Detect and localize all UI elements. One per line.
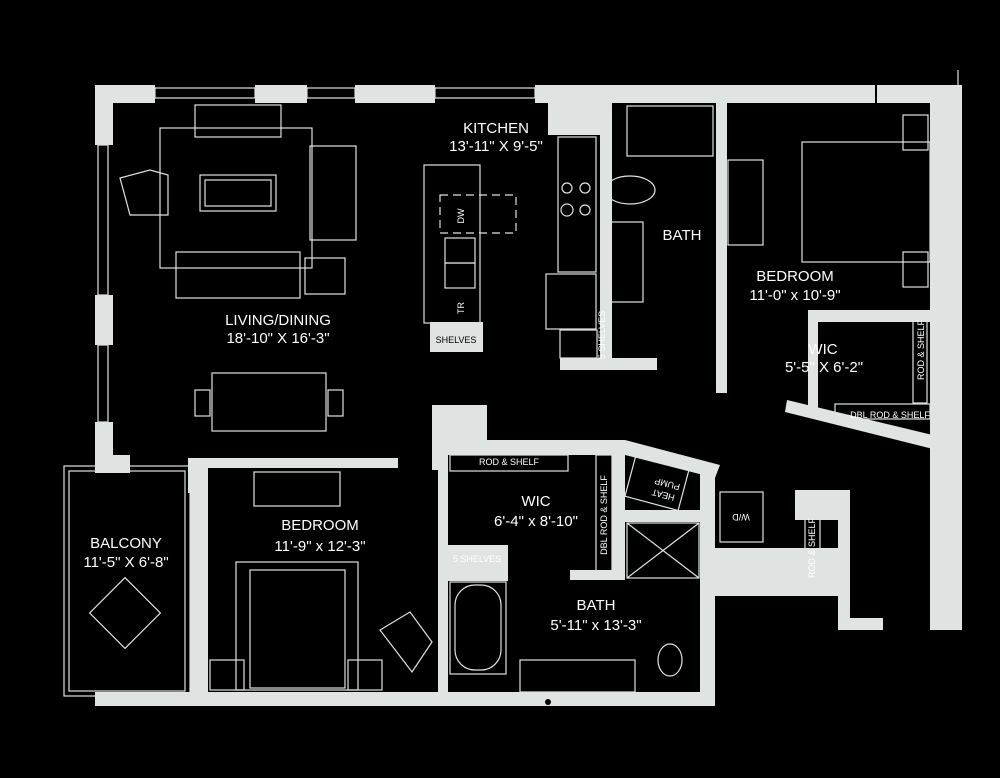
room-labels: KITCHEN 13'-11" X 9'-5" BATH BEDROOM 11'… bbox=[83, 120, 863, 634]
living-label: LIVING/DINING bbox=[225, 312, 331, 329]
wic2-size: 6'-4" x 8'-10" bbox=[494, 513, 578, 530]
bedroom1-label: BEDROOM bbox=[756, 268, 834, 285]
bath1-shelves-label: 5 SHELVES bbox=[597, 311, 607, 359]
wic1-dbl-rod-label: DBL ROD & SHELF bbox=[850, 410, 930, 420]
wic2-shelves-label: 5 SHELVES bbox=[453, 554, 501, 564]
kitchen-label: KITCHEN bbox=[463, 120, 529, 137]
furniture bbox=[88, 104, 931, 693]
wic1-rod-label: ROD & SHELF bbox=[916, 319, 926, 380]
wic2-rod-label: ROD & SHELF bbox=[479, 457, 540, 467]
bath2-size: 5'-11" x 13'-3" bbox=[550, 617, 641, 634]
wic2-dbl-rod-label: DBL ROD & SHELF bbox=[599, 475, 609, 555]
bath1-label: BATH bbox=[663, 227, 702, 244]
bedroom2-size: 11'-9" x 12'-3" bbox=[274, 538, 365, 555]
dishwasher-label: DW bbox=[456, 208, 466, 223]
kitchen-shelves-label: SHELVES bbox=[436, 335, 477, 345]
kitchen-size: 13'-11" X 9'-5" bbox=[449, 138, 543, 155]
trash-label: TR bbox=[456, 302, 466, 314]
wic1-label: WIC bbox=[808, 341, 837, 358]
washer-dryer-label: W/D bbox=[732, 512, 750, 522]
living-size: 18'-10" X 16'-3" bbox=[226, 330, 329, 347]
bedroom2-label: BEDROOM bbox=[281, 517, 359, 534]
bath2-label: BATH bbox=[577, 597, 616, 614]
balcony-label: BALCONY bbox=[90, 535, 162, 552]
balcony-size: 11'-5" X 6'-8" bbox=[83, 554, 168, 571]
bedroom1-size: 11'-0" x 10'-9" bbox=[749, 287, 840, 304]
walls bbox=[63, 70, 962, 706]
wic1-size: 5'-5" X 6'-2" bbox=[785, 359, 863, 376]
hall-rod-label: ROD & SHELF bbox=[807, 517, 817, 578]
wic2-label: WIC bbox=[521, 493, 550, 510]
